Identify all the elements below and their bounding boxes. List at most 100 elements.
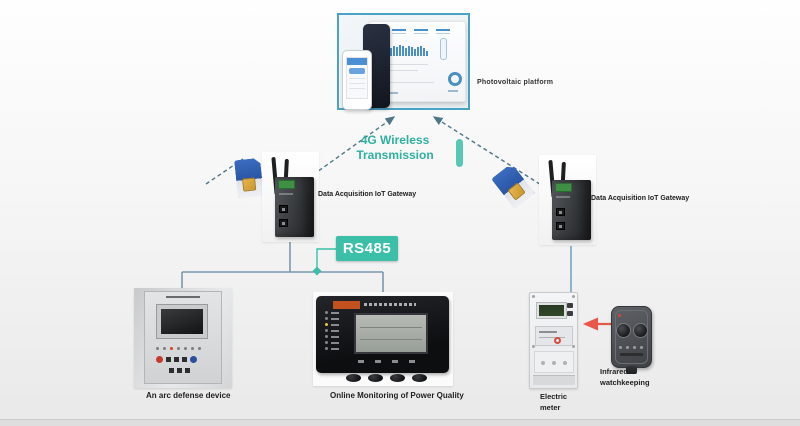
dashboard-caption [448,90,458,92]
key-button [177,368,182,373]
gateway-stripe [556,196,570,198]
screw [532,295,535,298]
power-quality-label: Online Monitoring of Power Quality [330,391,464,400]
arc-defense-label: An arc defense device [146,391,231,400]
dashboard-bar [408,46,410,56]
app-list-line [349,78,365,79]
dashboard-bar [399,45,401,56]
gateway-port [556,222,565,230]
infrared-label: Infrared watchkeeping [600,366,650,388]
app-button [349,68,365,74]
mobile-app-phone [342,50,372,110]
kpi-block [392,29,406,36]
dashboard-bar [417,47,419,56]
sim-chip [507,182,525,200]
dashboard-bar [396,47,398,56]
dashboard-divider [378,82,434,83]
meter-nameplate [535,326,573,346]
gateway-body [275,177,314,237]
meter-lcd [539,305,564,316]
arc-device-title-line [166,296,200,298]
wireless-transmission-label: 4G Wireless Transmission [350,133,440,163]
ir-mount-stub [626,366,637,374]
electric-meter-image [529,292,578,389]
ir-face [615,310,648,364]
key-button [166,357,171,362]
dashboard-bar [390,48,392,56]
iot-gateway-right-image [539,155,596,245]
bus-junction-node [312,266,322,276]
sim-card-icon-left [234,158,264,199]
ir-slot [620,353,643,356]
arc-button-row [156,356,197,363]
red-button [156,356,163,363]
brand-badge [333,301,360,309]
rs485-label-connector [316,248,336,271]
infrared-label-line2: watchkeeping [600,378,650,387]
power-quality-monitor-image [313,292,453,386]
gateway-port [279,205,288,213]
meter-label-line1: Electric [540,392,568,401]
dashboard-donut-chart [448,72,462,86]
pq-lcd-screen [354,313,428,354]
key-button [169,368,174,373]
dashboard-bar [426,51,428,56]
dashboard-bar [414,49,416,56]
sim-chip [242,177,256,191]
dashboard-bar [411,47,413,56]
meter-button [567,311,573,316]
pq-key-labels [358,360,424,363]
meter-label-line2: meter [540,403,561,412]
screw [572,295,575,298]
dashboard-bar [420,46,422,56]
dashboard-bar [393,46,395,56]
dashboard-bar [402,46,404,56]
key-button [182,357,187,362]
app-list-line [349,88,365,89]
arc-device-panel [144,291,222,384]
screw [532,345,535,348]
key-button [185,368,190,373]
dashboard-bar [405,48,407,56]
meter-lcd-frame [536,302,567,319]
dashboard-divider [378,64,428,65]
wireless-line2: Transmission [356,148,434,162]
infrared-label-line1: Infrared [600,367,628,376]
rs485-badge: RS485 [336,236,398,261]
gateway-stripe [279,193,293,195]
kpi-block [436,29,450,36]
meter-red-seal [554,337,561,344]
dashboard-kpis [392,29,450,36]
meter-button [567,303,573,308]
iot-gateway-left-image [262,152,319,242]
mobile-app-screen [346,57,368,99]
kpi-block [414,29,428,36]
wireless-line1: 4G Wireless [360,133,430,147]
pq-led-column [325,311,339,353]
app-list-line [349,83,365,84]
ir-lens-dial [633,323,648,338]
ir-lens-dial [616,323,631,338]
meter-lower-panel [534,351,574,373]
dashboard-gauge-widget [440,38,447,60]
screw [572,345,575,348]
ir-button-row [619,346,643,349]
app-header [347,58,367,65]
gateway-left-label: Data Acquisition IoT Gateway [318,191,417,198]
gateway-body [552,180,591,240]
sim-card-icon-right [491,163,535,209]
dashboard-bar [423,48,425,56]
meter-terminal-cover [533,375,575,385]
panel-title-text [364,303,416,306]
arc-defense-device-image [134,288,232,388]
video-frame-bottom-strip [0,419,800,426]
electric-meter-label: Electric meter [540,391,567,413]
infrared-watchkeeping-image [611,306,652,374]
pq-panel [316,296,449,373]
platform-label: Photovoltaic platform [477,79,554,86]
photovoltaic-platform-image [337,13,470,110]
gateway-port [279,219,288,227]
pq-button-row [346,374,427,382]
ir-indicator-led [618,314,621,317]
